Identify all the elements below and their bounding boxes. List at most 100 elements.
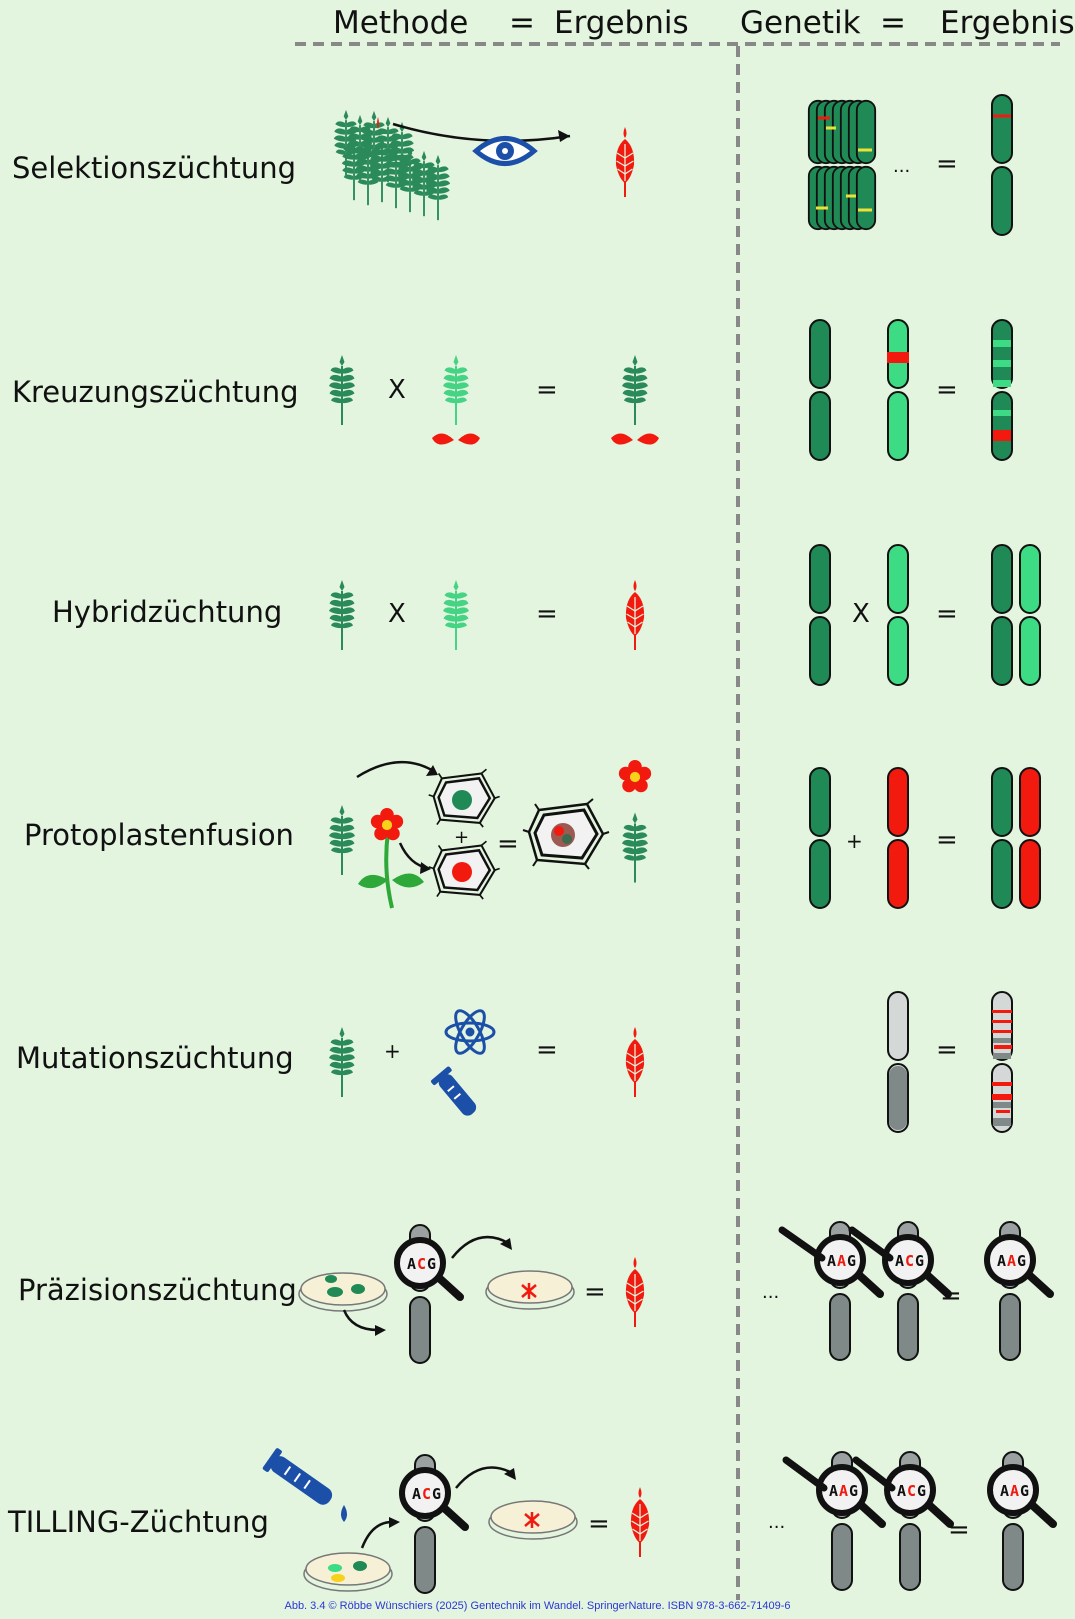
chromosome-icon [809, 767, 831, 909]
result-wheat-icon [620, 810, 650, 885]
seq-base-a: A [407, 1255, 416, 1273]
process-arrow [451, 1235, 511, 1259]
times-sign: X [388, 375, 406, 405]
result-wheat-icon [623, 578, 647, 652]
test-tube-icon [431, 1066, 477, 1116]
parent-wheat-light-icon [441, 353, 471, 427]
fusion-arrow [356, 760, 436, 779]
parent-wheat-icon [327, 803, 357, 877]
wheat-field-icon [332, 108, 452, 222]
fusion-arrowhead [426, 765, 438, 776]
chromosome-trait-mark [887, 352, 909, 363]
equals-sign: = [936, 825, 958, 855]
flower-plant-icon [358, 808, 424, 909]
equals-sign: = [536, 1035, 558, 1065]
seq-base-g: G [917, 1482, 926, 1500]
chromosome-icon [809, 544, 831, 686]
plus-sign: + [846, 829, 863, 853]
plus-sign: + [384, 1039, 401, 1063]
result-wheat-icon [623, 1025, 647, 1099]
chromosome-red-icon [887, 767, 909, 909]
chromosome-gray-bands [993, 1038, 1011, 1126]
equals-sign: = [936, 599, 958, 629]
result-chromosome-red-icon [1019, 767, 1041, 909]
magnifier-icon: A C G [402, 1455, 465, 1593]
parent-wheat-icon [327, 353, 357, 427]
header-equals-2: = [880, 5, 906, 41]
seq-base-g: G [849, 1482, 858, 1500]
seq-base-g: G [432, 1485, 441, 1503]
equals-sign: = [936, 1035, 958, 1065]
header-genetics: Genetik [740, 5, 861, 41]
process-arrowhead [504, 1468, 516, 1480]
header-result-1: Ergebnis [554, 5, 689, 41]
magnifier-icon: A C G [848, 1222, 948, 1360]
equals-sign: = [588, 1509, 610, 1539]
magnifier-icon: A C G [397, 1225, 460, 1363]
result-wheat-icon [628, 1485, 652, 1559]
seq-base-a: A [412, 1485, 421, 1503]
header-equals-1: = [509, 5, 535, 41]
seq-base-g: G [915, 1252, 924, 1270]
row-label-protoplast: Protoplastenfusion [24, 818, 294, 852]
seq-base-c: C [907, 1482, 916, 1500]
chromosome-light-icon [887, 319, 909, 461]
petri-dish-edited-icon [485, 1270, 575, 1310]
seq-base-a: A [1000, 1482, 1009, 1500]
row-label-crossing: Kreuzungszüchtung [12, 375, 299, 409]
selected-plant-marker [377, 117, 379, 129]
petri-dish-edited-icon [488, 1500, 578, 1540]
times-sign: X [852, 599, 870, 629]
chromosome-light-icon [887, 544, 909, 686]
fusion-arrowhead [420, 862, 431, 874]
magnifier-icon: A A G [778, 1222, 880, 1360]
seq-base-a: A [897, 1482, 906, 1500]
seq-base-a-mutated: A [1010, 1482, 1019, 1500]
seq-base-g: G [1020, 1482, 1029, 1500]
atom-icon [444, 1009, 496, 1055]
selection-arrow [392, 122, 571, 143]
figure-credit: Abb. 3.4 © Röbbe Wünschiers (2025) Gente… [284, 1600, 791, 1612]
seq-base-a: A [827, 1252, 836, 1270]
equals-sign: = [536, 599, 558, 629]
seq-base-c: C [417, 1255, 426, 1273]
equals-sign: = [497, 829, 519, 859]
result-wheat-icon [623, 1255, 647, 1329]
mutation-marks [992, 1010, 1012, 1113]
row-label-precision: Präzisionszüchtung [18, 1273, 297, 1307]
seq-base-a-mutated: A [839, 1482, 848, 1500]
seq-base-g: G [847, 1252, 856, 1270]
chromosome-mutation-marks [816, 116, 872, 212]
parent-wheat-icon [327, 578, 357, 652]
process-arrowhead [389, 1517, 400, 1528]
seq-base-c: C [422, 1485, 431, 1503]
cell-icon [427, 768, 501, 829]
ellipsis: ... [768, 1512, 785, 1533]
leaf-trait-icon [611, 433, 659, 445]
seq-base-c: C [905, 1252, 914, 1270]
seq-base-a: A [895, 1252, 904, 1270]
seq-base-a: A [829, 1482, 838, 1500]
process-arrowhead [500, 1238, 512, 1250]
eye-icon [472, 136, 538, 166]
selection-arrowhead [558, 130, 570, 142]
process-arrow [455, 1466, 515, 1489]
header-result-2: Ergebnis [940, 5, 1075, 41]
process-arrow [360, 1520, 393, 1549]
ellipsis: ... [762, 1282, 779, 1303]
row-label-hybrid: Hybridzüchtung [52, 595, 282, 629]
process-arrowhead [375, 1325, 386, 1336]
result-chromosome-light-icon [1019, 544, 1041, 686]
chromosome-icon [809, 319, 831, 461]
leaf-trait-icon [432, 433, 480, 445]
header-method: Methode [333, 5, 468, 41]
result-chromosome-icon [991, 544, 1013, 686]
row-label-tilling: TILLING-Züchtung [7, 1505, 269, 1539]
result-wheat-icon [620, 353, 650, 427]
row-label-mutation: Mutationszüchtung [16, 1041, 294, 1075]
mutagen-drop-icon [341, 1505, 347, 1522]
test-tube-icon [262, 1448, 333, 1505]
seq-base-a-mutated: A [1007, 1252, 1016, 1270]
times-sign: X [388, 599, 406, 629]
